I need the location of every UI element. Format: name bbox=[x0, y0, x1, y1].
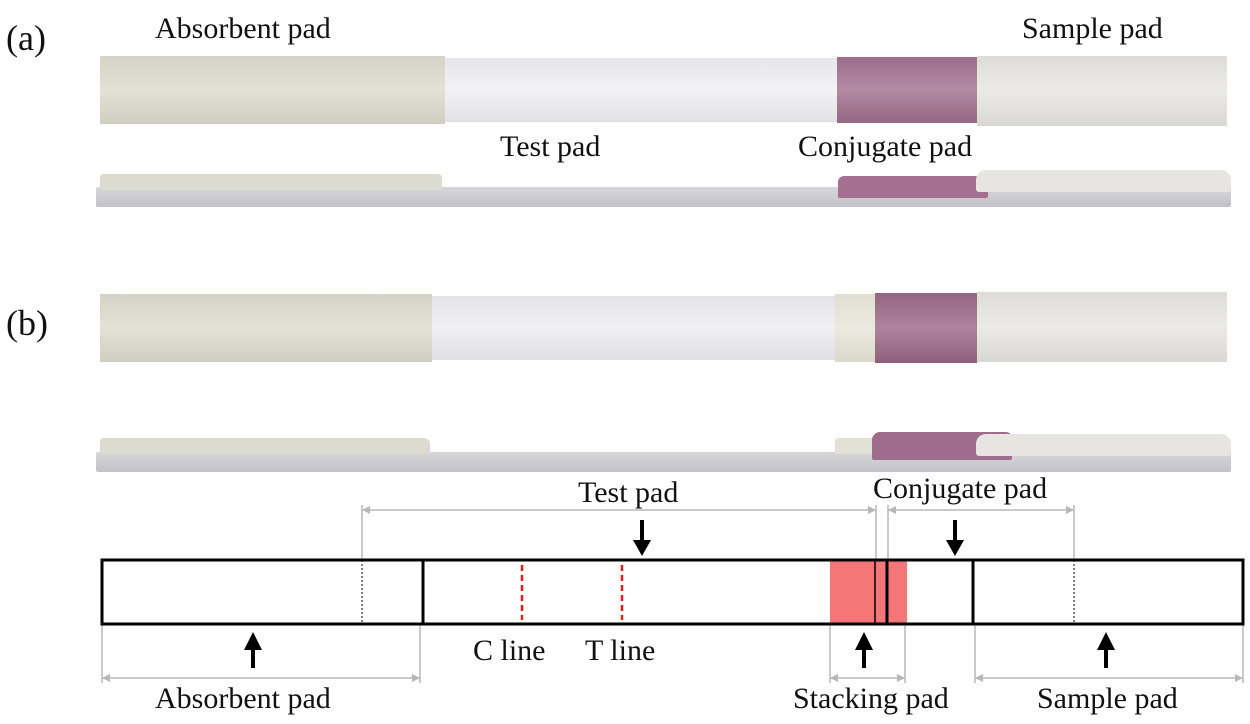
schematic-absorbent-pad-label: Absorbent pad bbox=[155, 682, 331, 715]
schematic-outline bbox=[100, 558, 1245, 626]
conjugate-pad-label-a: Conjugate pad bbox=[798, 130, 973, 163]
stacking-pad-arrow bbox=[855, 632, 873, 668]
strip-b-conjugate bbox=[875, 293, 977, 363]
strip-b-sample bbox=[977, 292, 1227, 362]
strip-b-stacking bbox=[835, 294, 875, 362]
strip-a-sample bbox=[977, 56, 1227, 126]
strip-a-absorbent bbox=[100, 56, 445, 124]
strip-b-side-absorbent bbox=[100, 438, 430, 454]
strip-b-membrane bbox=[432, 296, 835, 360]
panel-a-label: (a) bbox=[6, 18, 46, 58]
t-line-label: T line bbox=[585, 634, 656, 667]
conjugate-pad-arrow bbox=[946, 520, 964, 556]
schematic-conjugate-pad-label: Conjugate pad bbox=[873, 472, 1048, 505]
schematic-stacking-pad-label: Stacking pad bbox=[793, 682, 949, 715]
test-pad-arrow bbox=[633, 520, 651, 556]
strip-b-side-stacking bbox=[835, 438, 877, 454]
absorbent-pad-label-a: Absorbent pad bbox=[155, 12, 331, 45]
sample-pad-label-a: Sample pad bbox=[1022, 12, 1163, 45]
c-line-label: C line bbox=[473, 634, 546, 667]
strip-a-side-sample bbox=[976, 170, 1231, 192]
panel-b-label: (b) bbox=[6, 303, 48, 343]
stacking-pad-fill bbox=[830, 560, 907, 624]
sample-pad-arrow bbox=[1097, 632, 1115, 668]
strip-b-side-sample bbox=[976, 434, 1231, 456]
test-pad-label-a: Test pad bbox=[500, 130, 601, 163]
strip-b-absorbent bbox=[100, 294, 432, 362]
schematic-sample-pad-label: Sample pad bbox=[1037, 682, 1178, 715]
strip-a-membrane bbox=[445, 58, 837, 122]
strip-a-side-conjugate bbox=[838, 176, 988, 198]
schematic-test-pad-label: Test pad bbox=[578, 476, 679, 509]
absorbent-pad-arrow bbox=[244, 632, 262, 668]
strip-a-side-absorbent bbox=[100, 174, 442, 190]
strip-a-conjugate bbox=[837, 57, 977, 123]
